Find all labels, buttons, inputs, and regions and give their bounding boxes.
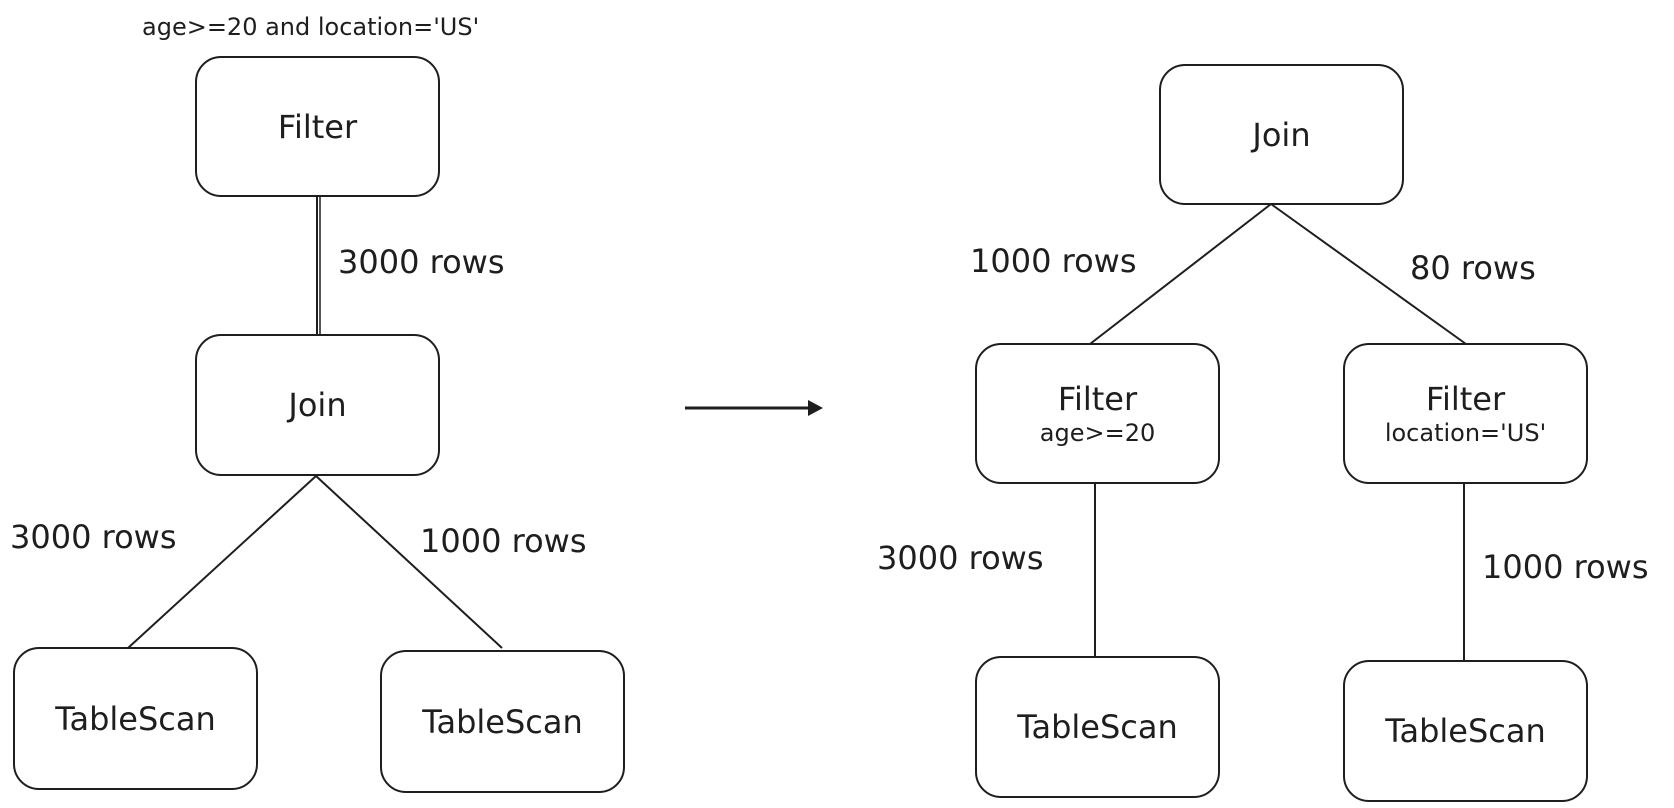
right-filter-right-label: Filter: [1425, 379, 1506, 418]
left-scan-right-label: TableScan: [422, 702, 583, 741]
right-filter-left-label: Filter: [1057, 379, 1138, 418]
left-scan-left-label: TableScan: [55, 699, 216, 738]
right-scan-right-node: TableScan: [1343, 660, 1588, 802]
left-edge-filter-join-rows: 3000 rows: [338, 243, 505, 281]
edge-join-scan-right: [315, 475, 503, 649]
right-edge-join-filter-right-rows: 80 rows: [1410, 249, 1536, 287]
right-filter-left-node: Filter age>=20: [975, 343, 1220, 484]
right-join-node-label: Join: [1252, 115, 1311, 154]
right-filter-left-condition: age>=20: [1039, 418, 1156, 447]
edge-join-scan-left: [127, 475, 317, 649]
right-edge-filter-right-scan-rows: 1000 rows: [1482, 548, 1649, 586]
left-filter-node-label: Filter: [277, 107, 358, 146]
filter-condition-label: age>=20 and location='US': [142, 13, 480, 41]
left-join-node-label: Join: [288, 386, 347, 424]
left-join-node: Join: [195, 334, 440, 476]
left-edge-join-scan-left-rows: 3000 rows: [10, 518, 177, 556]
right-filter-right-condition: location='US': [1384, 418, 1547, 447]
left-edge-join-scan-right-rows: 1000 rows: [420, 522, 587, 560]
edge-join-filter-left: [1089, 203, 1272, 345]
right-edge-join-filter-left-rows: 1000 rows: [970, 242, 1137, 280]
left-filter-node: Filter: [195, 56, 440, 197]
edge-join-filter-right: [1270, 203, 1467, 345]
right-arrow-icon: [685, 400, 823, 416]
right-edge-filter-left-scan-rows: 3000 rows: [877, 539, 1044, 577]
left-scan-left-node: TableScan: [13, 647, 258, 790]
right-scan-left-node: TableScan: [975, 656, 1220, 798]
right-scan-left-label: TableScan: [1017, 708, 1178, 746]
left-scan-right-node: TableScan: [380, 650, 625, 793]
right-join-node: Join: [1159, 64, 1404, 205]
right-scan-right-label: TableScan: [1385, 712, 1546, 750]
right-filter-right-node: Filter location='US': [1343, 343, 1588, 484]
